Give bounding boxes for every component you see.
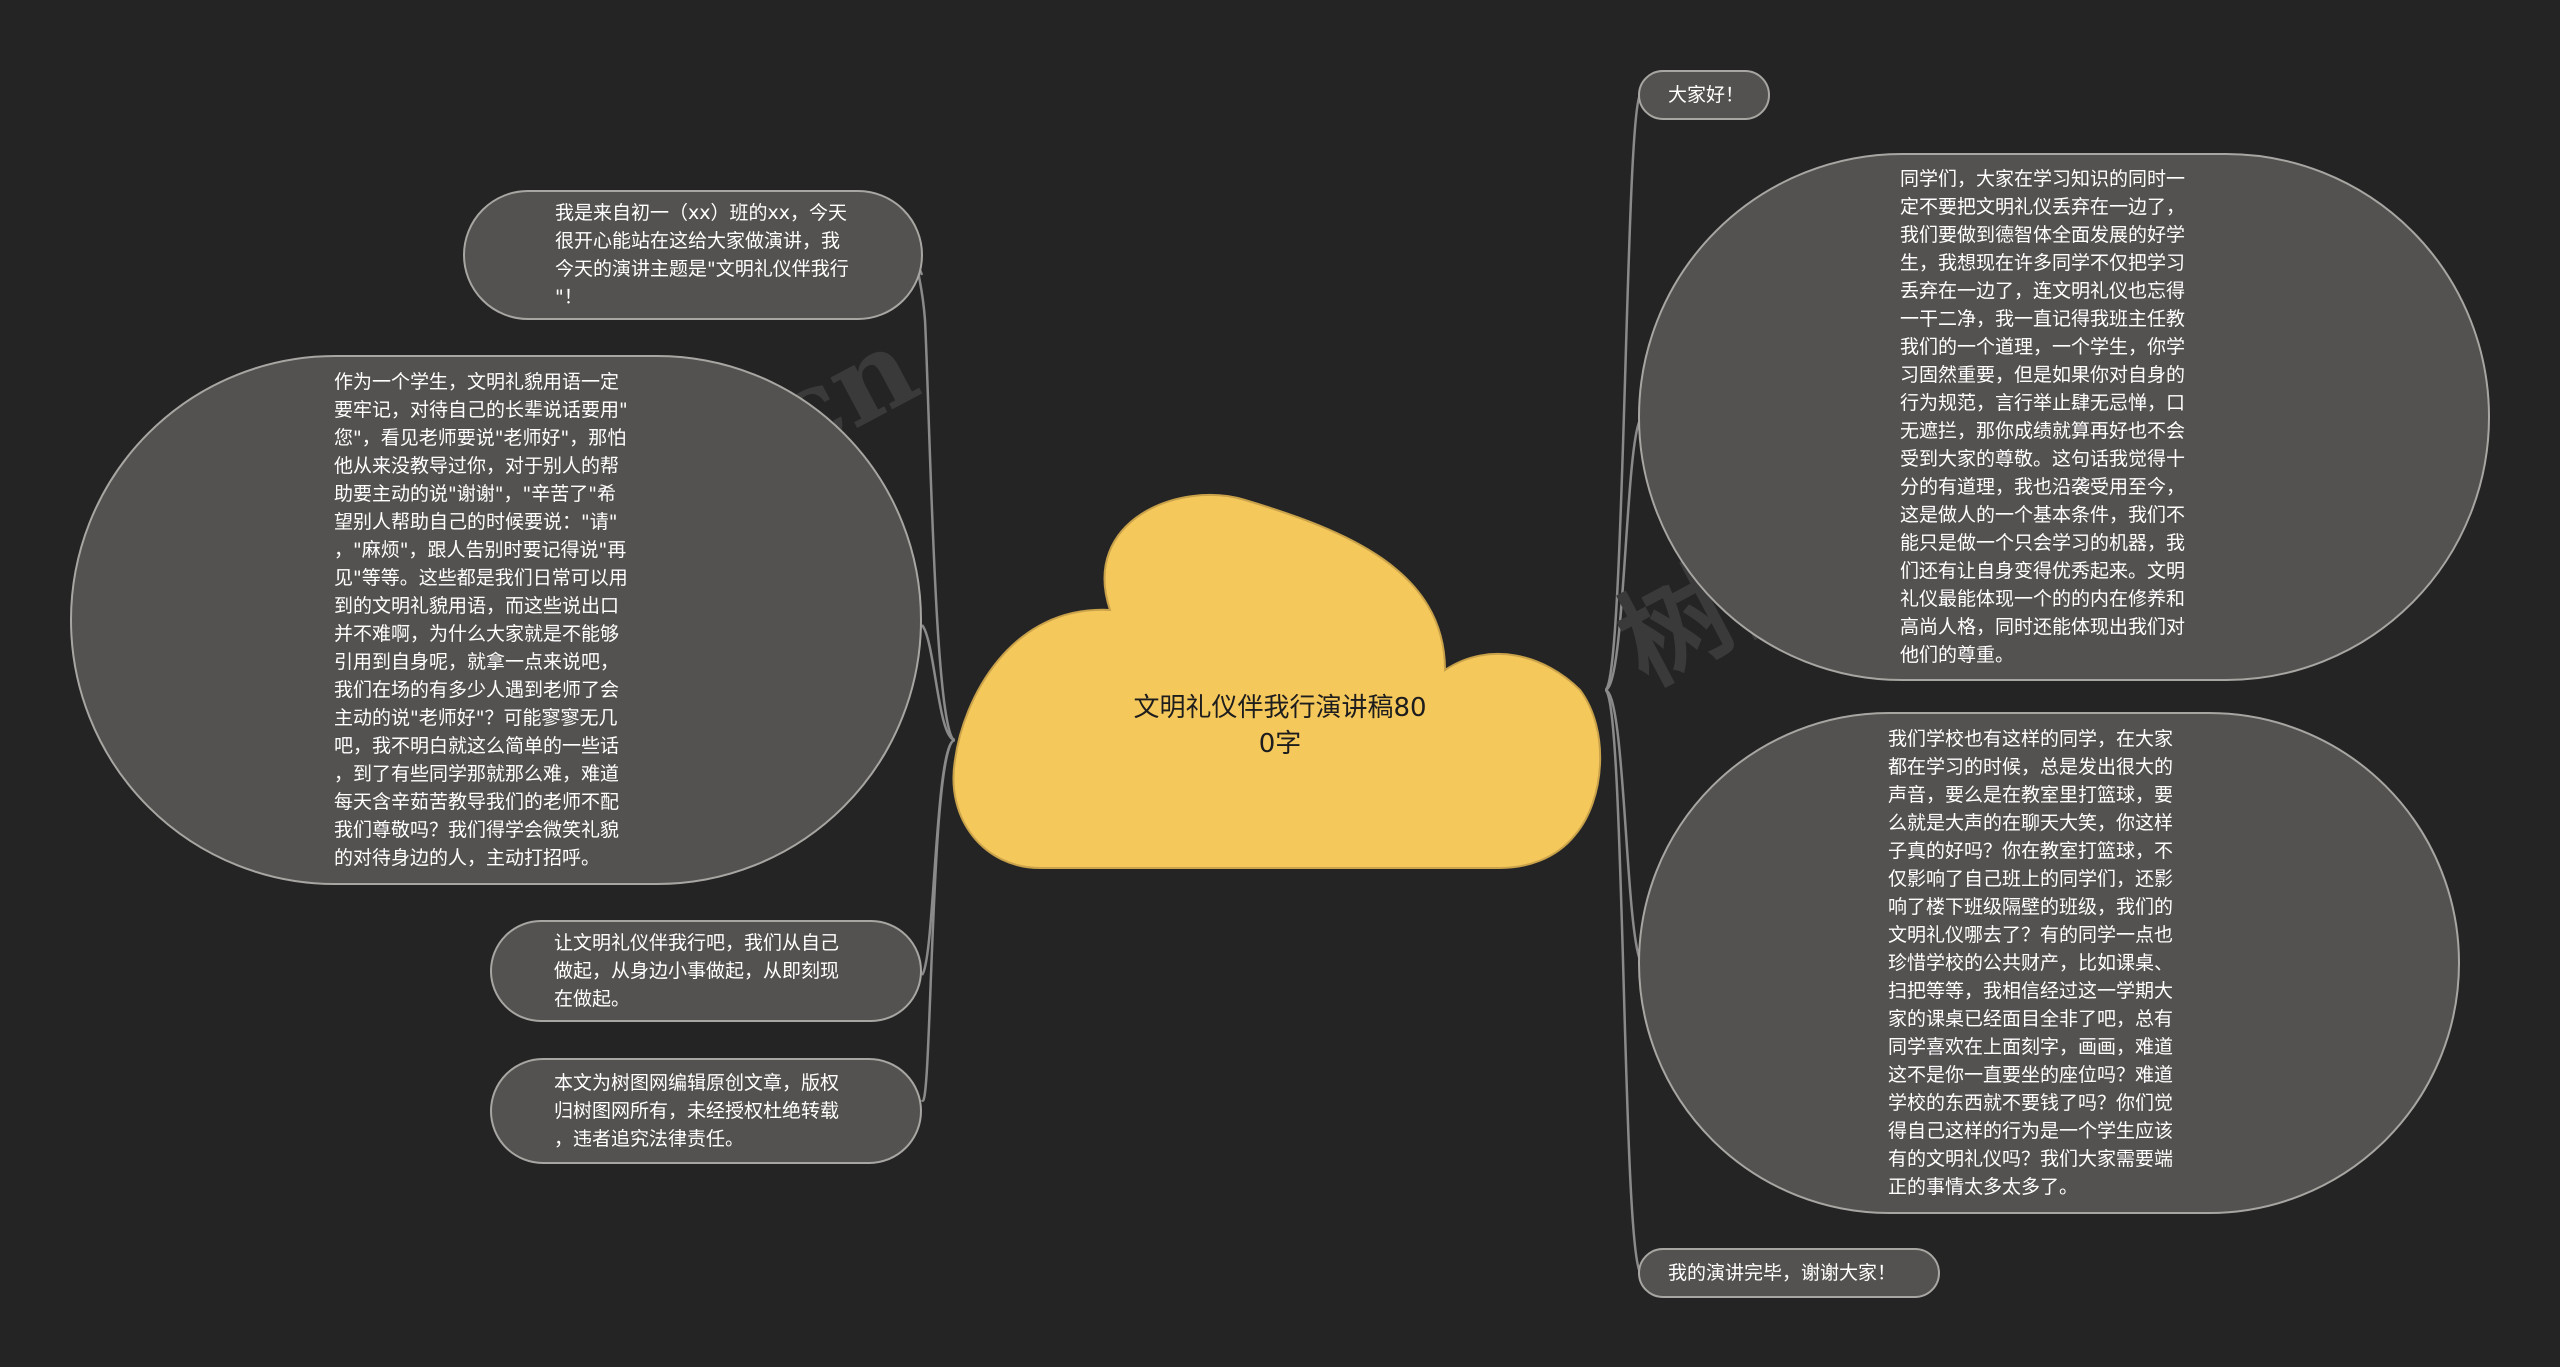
node-student-etiquette[interactable]: 作为一个学生，文明礼貌用语一定 要牢记，对待自己的长辈说话要用" 您"，看见老师… [70,355,922,885]
node-school-behavior[interactable]: 我们学校也有这样的同学，在大家 都在学习的时候，总是发出很大的 声音，要么是在教… [1638,712,2460,1214]
node-copyright[interactable]: 本文为树图网编辑原创文章，版权 归树图网所有，未经授权杜绝转载 ，违者追究法律责… [490,1058,922,1164]
connector-call-to-action [920,738,956,976]
center-title[interactable]: 文明礼仪伴我行演讲稿80 0字 [1133,693,1427,759]
node-greeting[interactable]: 大家好！ [1638,70,1770,120]
node-call-to-action-text: 让文明礼仪伴我行吧，我们从自己 做起，从身边小事做起，从即刻现 在做起。 [554,932,840,1010]
connector-intro [917,268,957,742]
connector-student-etiquette [920,624,956,742]
node-intro-text: 我是来自初一（xx）班的xx，今天 很开心能站在这给大家做演讲，我 今天的演讲主… [555,202,849,308]
connector-closing [1603,688,1642,1273]
node-closing[interactable]: 我的演讲完毕，谢谢大家！ [1638,1248,1940,1298]
node-call-to-action[interactable]: 让文明礼仪伴我行吧，我们从自己 做起，从身边小事做起，从即刻现 在做起。 [490,920,922,1022]
connector-copyright [920,738,956,1102]
node-knowledge-and-etiquette-text: 同学们，大家在学习知识的同时一 定不要把文明礼仪丢弃在一边了， 我们要做到德智体… [1900,168,2186,666]
node-school-behavior-text: 我们学校也有这样的同学，在大家 都在学习的时候，总是发出很大的 声音，要么是在教… [1888,728,2174,1198]
connector-knowledge [1604,419,1642,692]
connector-greeting [1603,94,1642,692]
node-student-etiquette-text: 作为一个学生，文明礼貌用语一定 要牢记，对待自己的长辈说话要用" 您"，看见老师… [334,371,628,869]
node-copyright-text: 本文为树图网编辑原创文章，版权 归树图网所有，未经授权杜绝转载 ，违者追究法律责… [554,1072,840,1150]
node-intro[interactable]: 我是来自初一（xx）班的xx，今天 很开心能站在这给大家做演讲，我 今天的演讲主… [463,190,923,320]
node-closing-text: 我的演讲完毕，谢谢大家！ [1668,1262,1897,1284]
node-knowledge-and-etiquette[interactable]: 同学们，大家在学习知识的同时一 定不要把文明礼仪丢弃在一边了， 我们要做到德智体… [1638,153,2490,681]
node-greeting-text: 大家好！ [1668,84,1745,106]
connector-school [1604,688,1642,961]
center-cloud [952,493,1602,869]
